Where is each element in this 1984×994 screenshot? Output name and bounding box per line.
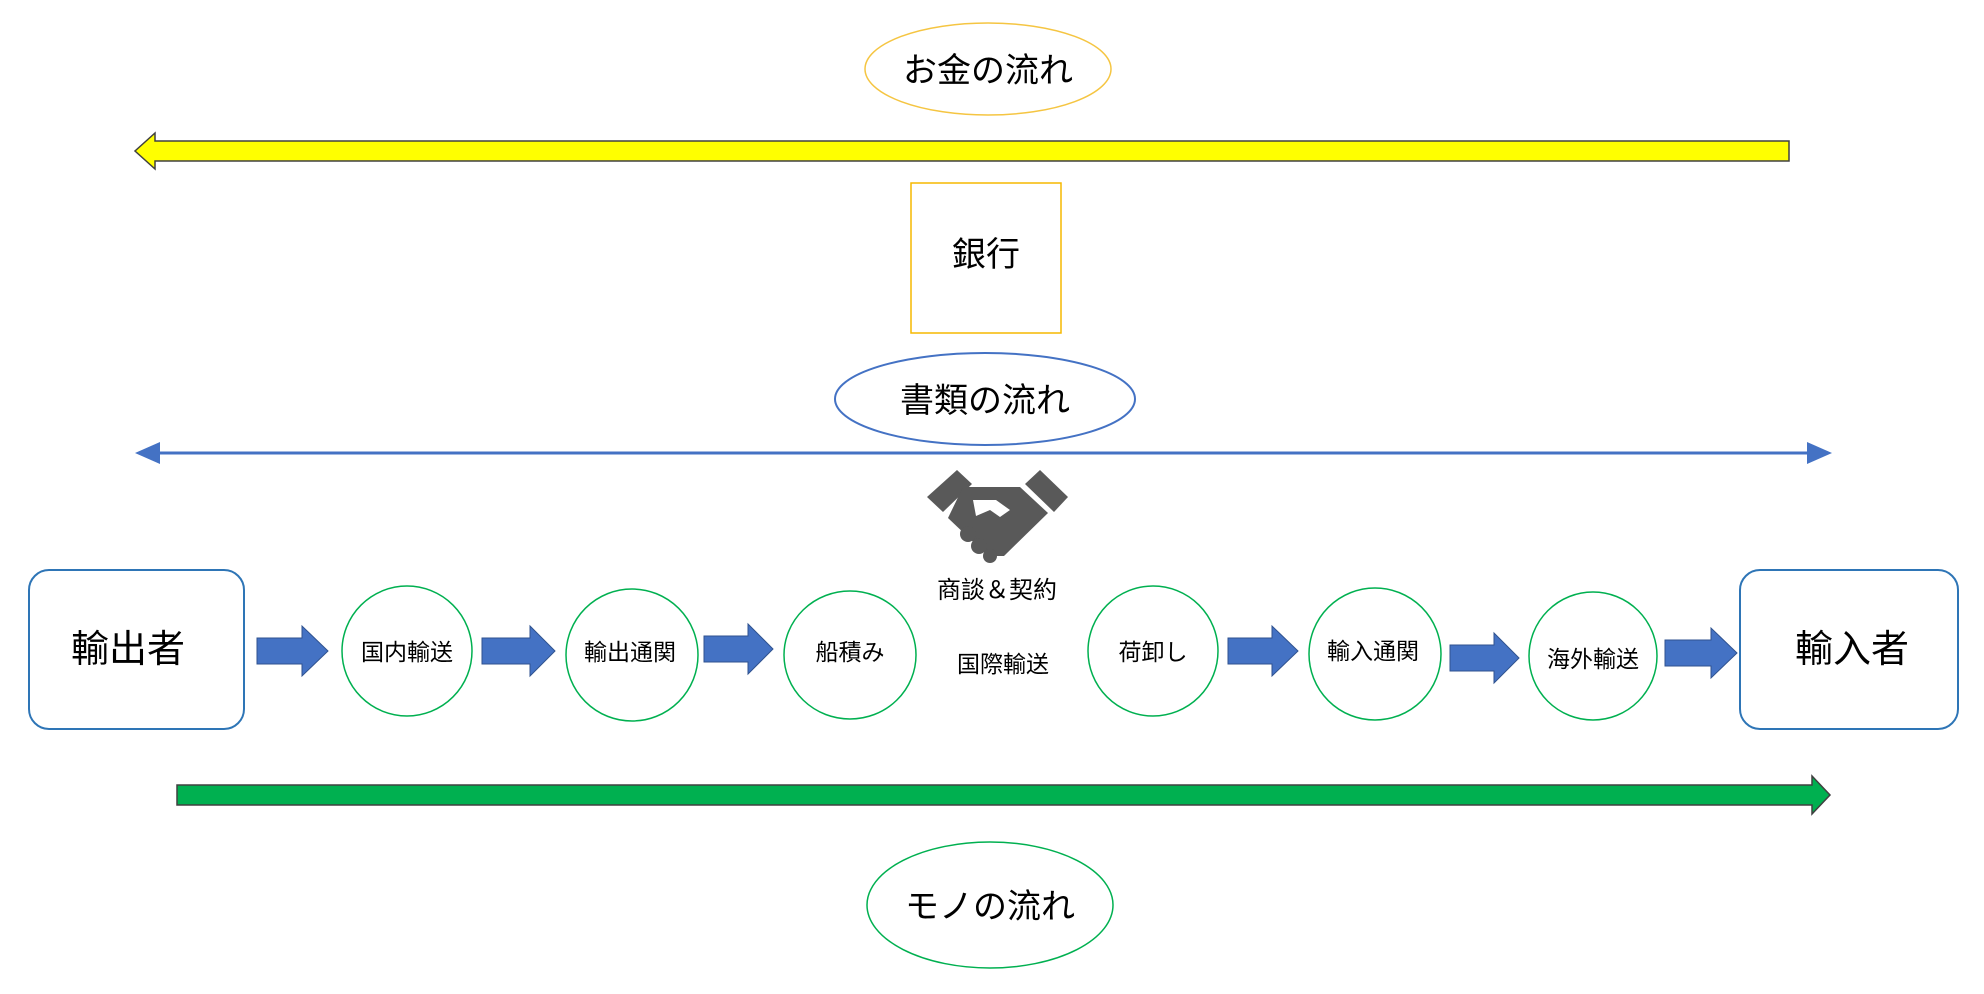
step-circle-export-customs	[565, 588, 699, 722]
money-flow-ellipse	[864, 22, 1112, 116]
step-circle-unloading	[1087, 585, 1219, 717]
importer-box	[1739, 569, 1959, 730]
step-circle-overseas-transport	[1528, 591, 1658, 721]
step-label-domestic-transport: 国内輸送	[361, 640, 453, 666]
money-flow-arrow	[133, 131, 1790, 171]
document-flow-label: 書類の流れ	[900, 381, 1070, 421]
step-circle-domestic-transport	[341, 585, 473, 717]
step-circle-import-customs	[1308, 587, 1442, 721]
goods-flow-label: モノの流れ	[905, 887, 1075, 927]
importer-label: 輸入者	[1795, 627, 1909, 671]
handshake-icon	[927, 470, 1068, 563]
bank-label: 銀行	[952, 235, 1020, 275]
step-circle-loading	[783, 590, 917, 720]
step-label-international-transport: 国際輸送	[957, 652, 1049, 678]
step-label-loading: 船積み	[816, 640, 885, 666]
step-arrow	[1664, 626, 1738, 680]
goods-flow-arrow	[176, 774, 1832, 816]
negotiation-label: 商談＆契約	[937, 576, 1057, 604]
money-flow-label: お金の流れ	[903, 51, 1073, 91]
document-flow-arrow	[135, 442, 1832, 464]
step-label-export-customs: 輸出通関	[584, 640, 676, 666]
step-arrow	[1227, 624, 1299, 678]
step-label-overseas-transport: 海外輸送	[1547, 647, 1639, 673]
step-arrow	[703, 622, 774, 676]
bank-box	[910, 182, 1062, 334]
step-arrow	[256, 624, 329, 678]
goods-flow-ellipse	[866, 841, 1114, 969]
exporter-label: 輸出者	[71, 627, 185, 671]
step-arrow	[1449, 631, 1520, 685]
step-arrows	[256, 622, 1738, 685]
step-arrow	[481, 624, 556, 678]
exporter-box	[28, 569, 245, 730]
step-label-import-customs: 輸入通関	[1327, 639, 1419, 665]
step-label-unloading: 荷卸し	[1119, 640, 1188, 666]
document-flow-ellipse	[834, 352, 1136, 446]
